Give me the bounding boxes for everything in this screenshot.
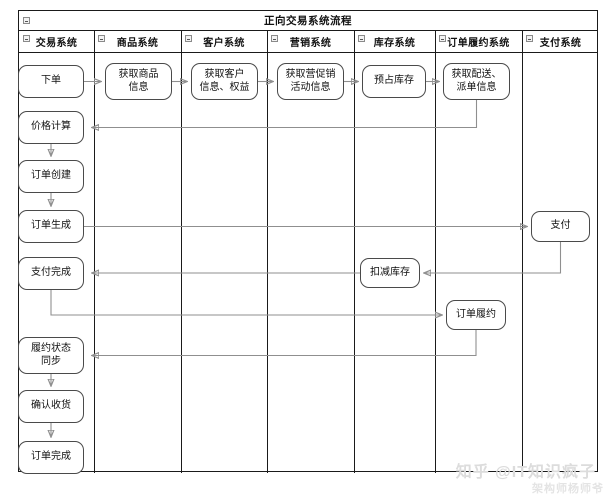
node-deduct-inventory[interactable]: 扣减库存 <box>360 258 420 288</box>
lane-header-row: 交易系统 商品系统 客户系统 营销系统 库存系统 订单履约系统 支付系统 <box>19 31 597 53</box>
node-order-fulfill[interactable]: 订单履约 <box>446 300 506 330</box>
collapse-minus-icon[interactable] <box>526 35 533 42</box>
node-label: 订单完成 <box>31 451 71 463</box>
node-pay-finished[interactable]: 支付完成 <box>18 257 84 290</box>
collapse-minus-icon[interactable] <box>358 35 365 42</box>
lane-separator-marketing <box>267 31 268 473</box>
lane-header-label: 客户系统 <box>203 38 245 49</box>
collapse-minus-icon[interactable] <box>23 35 30 42</box>
lane-header-inventory[interactable]: 库存系统 <box>354 31 435 52</box>
lane-header-label: 商品系统 <box>116 38 159 49</box>
lane-header-product[interactable]: 商品系统 <box>94 31 181 52</box>
lane-header-label: 支付系统 <box>539 38 582 49</box>
node-order-generated[interactable]: 订单生成 <box>18 210 84 243</box>
collapse-minus-icon[interactable] <box>439 35 446 42</box>
node-fetch-delivery[interactable]: 获取配送、 派单信息 <box>443 63 510 100</box>
node-label: 订单履约 <box>456 308 496 320</box>
node-label: 价格计算 <box>31 121 71 133</box>
lane-separator-payment <box>522 31 523 473</box>
node-confirm-receipt[interactable]: 确认收货 <box>18 390 84 423</box>
lane-separator-fulfillment <box>435 31 436 473</box>
node-label: 确认收货 <box>31 400 71 412</box>
watermark-secondary: 架构师杨师爷 <box>532 483 604 495</box>
node-place-order[interactable]: 下单 <box>18 65 84 98</box>
node-label: 支付完成 <box>31 267 71 279</box>
page-title: 正向交易系统流程 <box>264 15 352 27</box>
node-fetch-marketing[interactable]: 获取营促销 活动信息 <box>277 63 344 100</box>
collapse-minus-icon[interactable] <box>98 35 105 42</box>
node-fulfill-sync[interactable]: 履约状态 同步 <box>18 337 84 374</box>
node-label: 预占库存 <box>374 75 414 87</box>
node-label: 履约状态 同步 <box>31 343 71 367</box>
lane-separator-product <box>94 31 95 473</box>
node-order-complete[interactable]: 订单完成 <box>18 441 84 474</box>
node-label: 获取营促销 活动信息 <box>285 69 336 93</box>
node-label: 扣减库存 <box>370 266 410 278</box>
lane-header-label: 交易系统 <box>35 38 78 49</box>
lane-separator-customer <box>181 31 182 473</box>
node-pay[interactable]: 支付 <box>531 211 590 242</box>
node-order-create[interactable]: 订单创建 <box>18 160 84 193</box>
node-label: 获取客户 信息、权益 <box>199 69 250 93</box>
node-label: 获取配送、 派单信息 <box>451 69 502 93</box>
node-label: 支付 <box>550 220 571 232</box>
lane-header-label: 库存系统 <box>373 38 416 49</box>
collapse-minus-icon[interactable] <box>271 35 278 42</box>
collapse-minus-icon[interactable] <box>23 17 30 24</box>
lane-header-trade[interactable]: 交易系统 <box>19 31 94 52</box>
collapse-minus-icon[interactable] <box>185 35 192 42</box>
lane-header-payment[interactable]: 支付系统 <box>522 31 599 52</box>
node-label: 获取商品 信息 <box>118 69 159 93</box>
node-fetch-customer[interactable]: 获取客户 信息、权益 <box>191 63 258 100</box>
lane-header-label: 订单履约系统 <box>447 38 510 49</box>
pool-title-bar: 正向交易系统流程 <box>19 11 597 31</box>
node-label: 订单创建 <box>31 170 71 182</box>
node-fetch-product[interactable]: 获取商品 信息 <box>105 63 172 100</box>
node-label: 订单生成 <box>31 220 71 232</box>
lane-header-marketing[interactable]: 营销系统 <box>267 31 354 52</box>
node-reserve-inventory[interactable]: 预占库存 <box>362 65 426 98</box>
lane-header-customer[interactable]: 客户系统 <box>181 31 267 52</box>
lane-header-label: 营销系统 <box>289 38 332 49</box>
lane-header-fulfillment[interactable]: 订单履约系统 <box>435 31 522 52</box>
node-price-calc[interactable]: 价格计算 <box>18 111 84 144</box>
node-label: 下单 <box>41 75 61 87</box>
lane-separator-inventory <box>354 31 355 473</box>
